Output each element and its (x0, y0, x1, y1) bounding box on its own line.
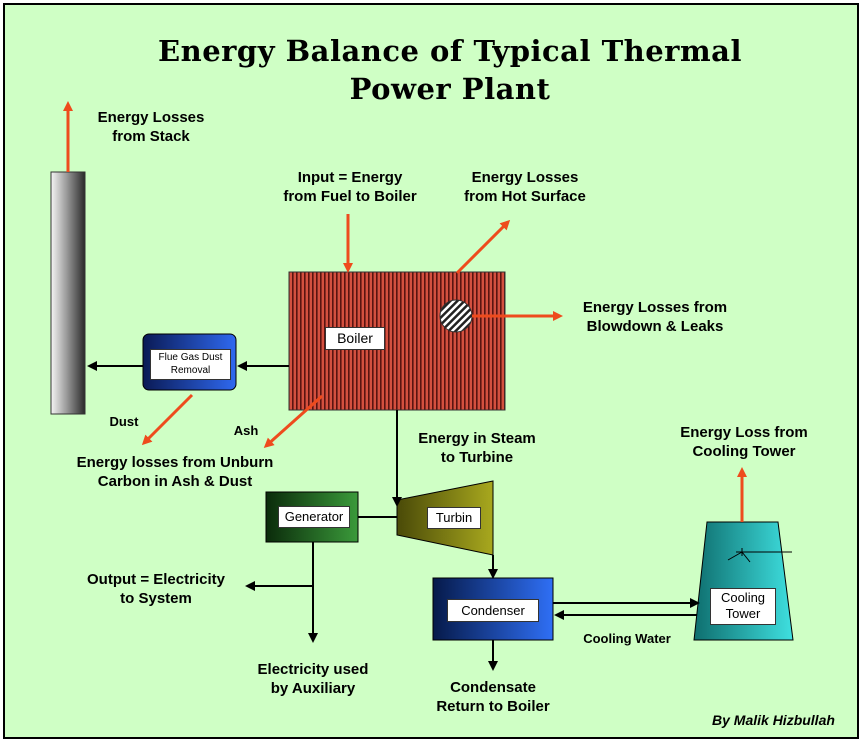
flue-gas-label: Flue Gas Dust Removal (150, 349, 231, 380)
blowdown-label: Energy Losses from Blowdown & Leaks (582, 299, 728, 335)
stack (50, 171, 86, 415)
input-label: Input = Energy from Fuel to Boiler (283, 169, 417, 205)
hot-surface-label: Energy Losses from Hot Surface (464, 169, 586, 205)
turbine-label: Turbin (427, 507, 481, 529)
title-line-1: Energy Balance of Typical Thermal (158, 34, 742, 68)
cooling-loss-label: Energy Loss from Cooling Tower (680, 424, 808, 460)
cooling-tower-label: Cooling Tower (710, 588, 776, 625)
boiler-label: Boiler (325, 327, 385, 350)
stack-loss-label: Energy Losses from Stack (97, 109, 205, 145)
hot-surface-loss-arrow (455, 219, 511, 275)
dust-loss-arrow (141, 393, 194, 446)
generator-label: Generator (278, 506, 350, 528)
steam-label: Energy in Steam to Turbine (418, 430, 536, 466)
dust-label: Dust (109, 414, 139, 429)
unburn-loss-label: Energy losses from Unburn Carbon in Ash … (76, 454, 274, 490)
output-label: Output = Electricity to System (87, 571, 225, 607)
cooling-tower-sprinkler (727, 548, 792, 563)
ash-label: Ash (233, 423, 259, 438)
ash-loss-arrow (263, 394, 323, 448)
auxiliary-label: Electricity used by Auxiliary (257, 661, 369, 697)
boiler (288, 271, 506, 411)
condensate-label: Condensate Return to Boiler (436, 679, 550, 715)
cooling-water-label: Cooling Water (583, 631, 671, 646)
blowdown-valve (439, 299, 473, 333)
author-credit: By Malik Hizbullah (712, 712, 835, 728)
condenser-label: Condenser (447, 599, 539, 622)
title-line-2: Power Plant (349, 72, 551, 106)
